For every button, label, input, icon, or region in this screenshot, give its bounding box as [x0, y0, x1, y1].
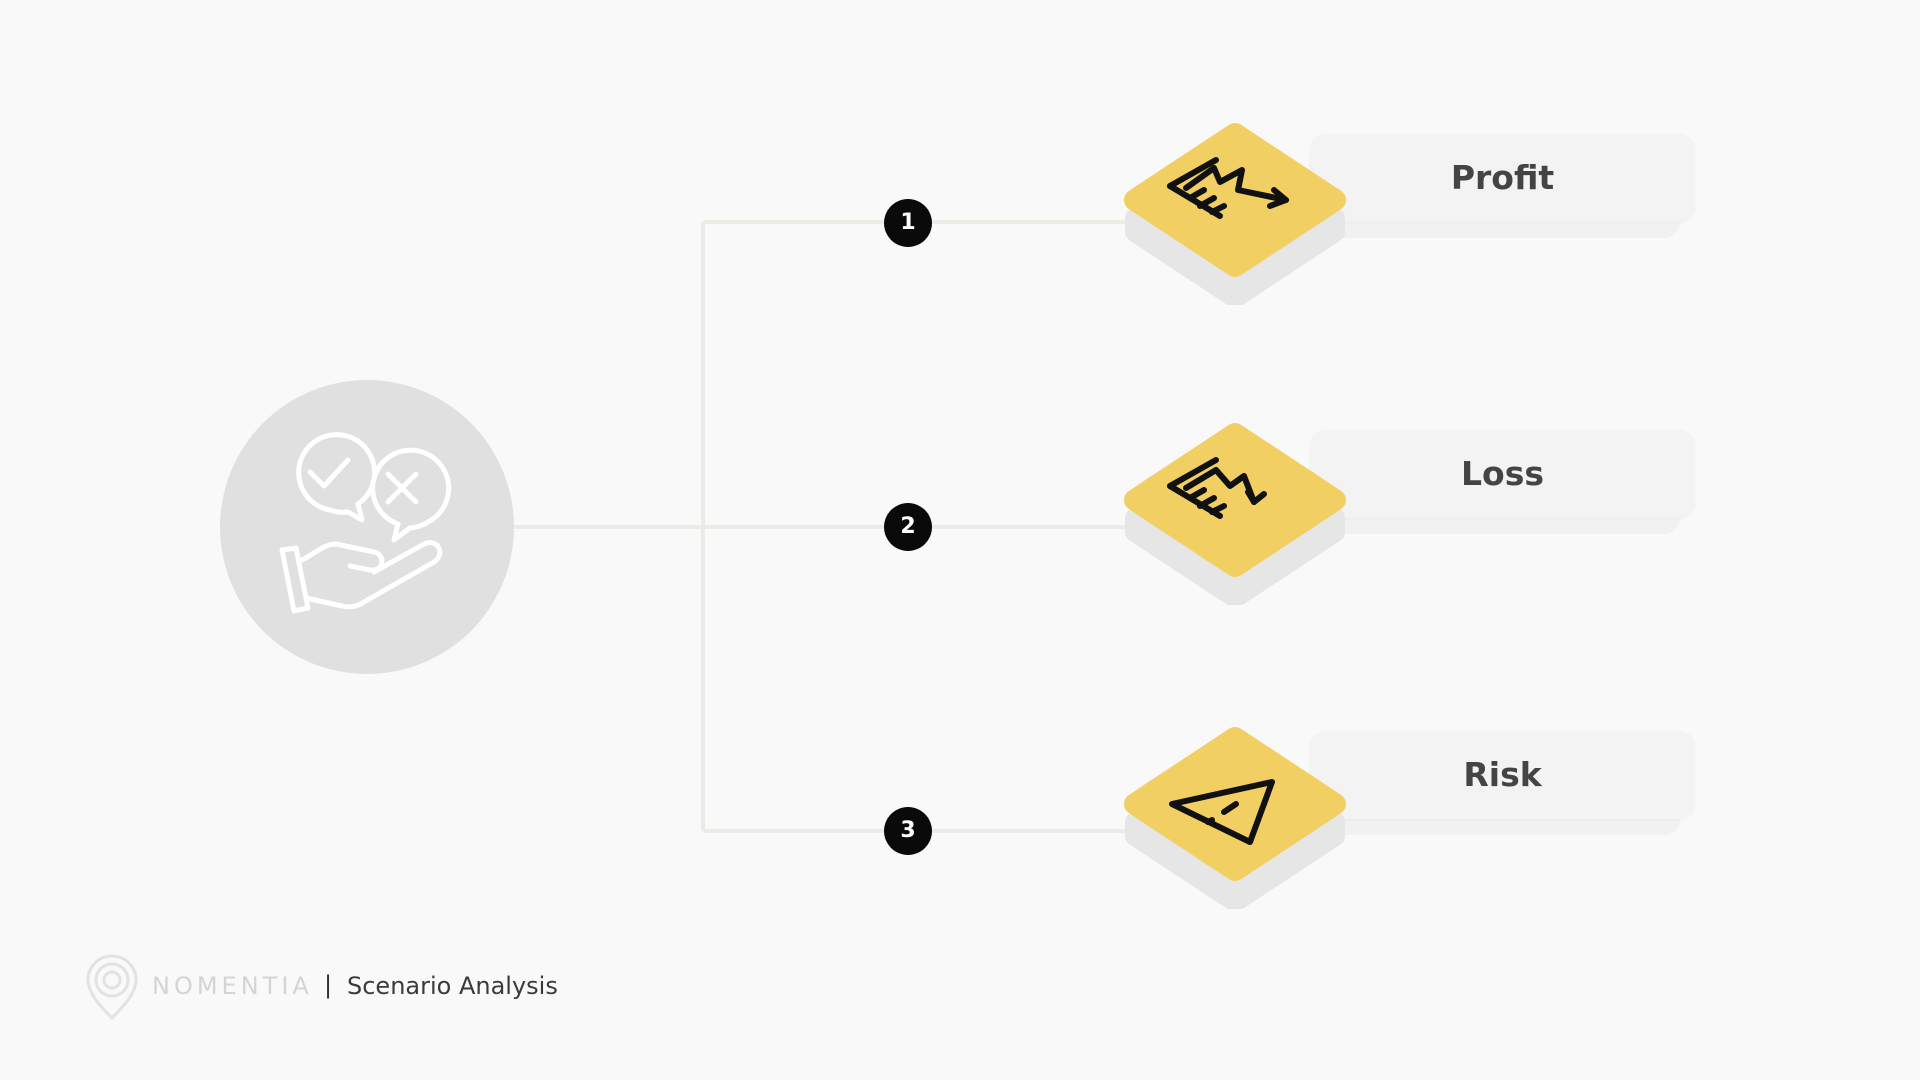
chart-trend-up-icon: [1167, 157, 1289, 219]
brand-name: NOMENTIA: [152, 972, 313, 1000]
label-loss: Loss: [1461, 454, 1544, 493]
tile-risk: [1124, 727, 1346, 909]
hand-with-approve-reject-bubbles-icon: [279, 432, 452, 614]
step-badge-2: 2: [884, 503, 932, 551]
hub-circle: [220, 380, 514, 674]
label-card-loss: Loss: [1310, 430, 1695, 534]
label-profit: Profit: [1450, 158, 1555, 197]
step-badge-3: 3: [884, 807, 932, 855]
location-pin-logo-icon: [86, 954, 138, 1021]
card-face: [1310, 134, 1695, 222]
label-risk: Risk: [1463, 755, 1542, 794]
chart-trend-down-icon: [1167, 457, 1267, 519]
footer-separator: |: [324, 971, 333, 999]
label-card-profit: Profit: [1310, 134, 1695, 238]
card-face: [1310, 430, 1695, 518]
card-face: [1310, 731, 1695, 819]
tile-loss: [1124, 423, 1346, 605]
label-card-risk: Risk: [1310, 731, 1695, 835]
tile-profit: [1124, 123, 1346, 305]
warning-triangle-icon: [1169, 779, 1275, 845]
step-badge-1: 1: [884, 199, 932, 247]
footer: NOMENTIA | Scenario Analysis: [84, 952, 784, 1022]
footer-subtitle: Scenario Analysis: [347, 972, 558, 1000]
